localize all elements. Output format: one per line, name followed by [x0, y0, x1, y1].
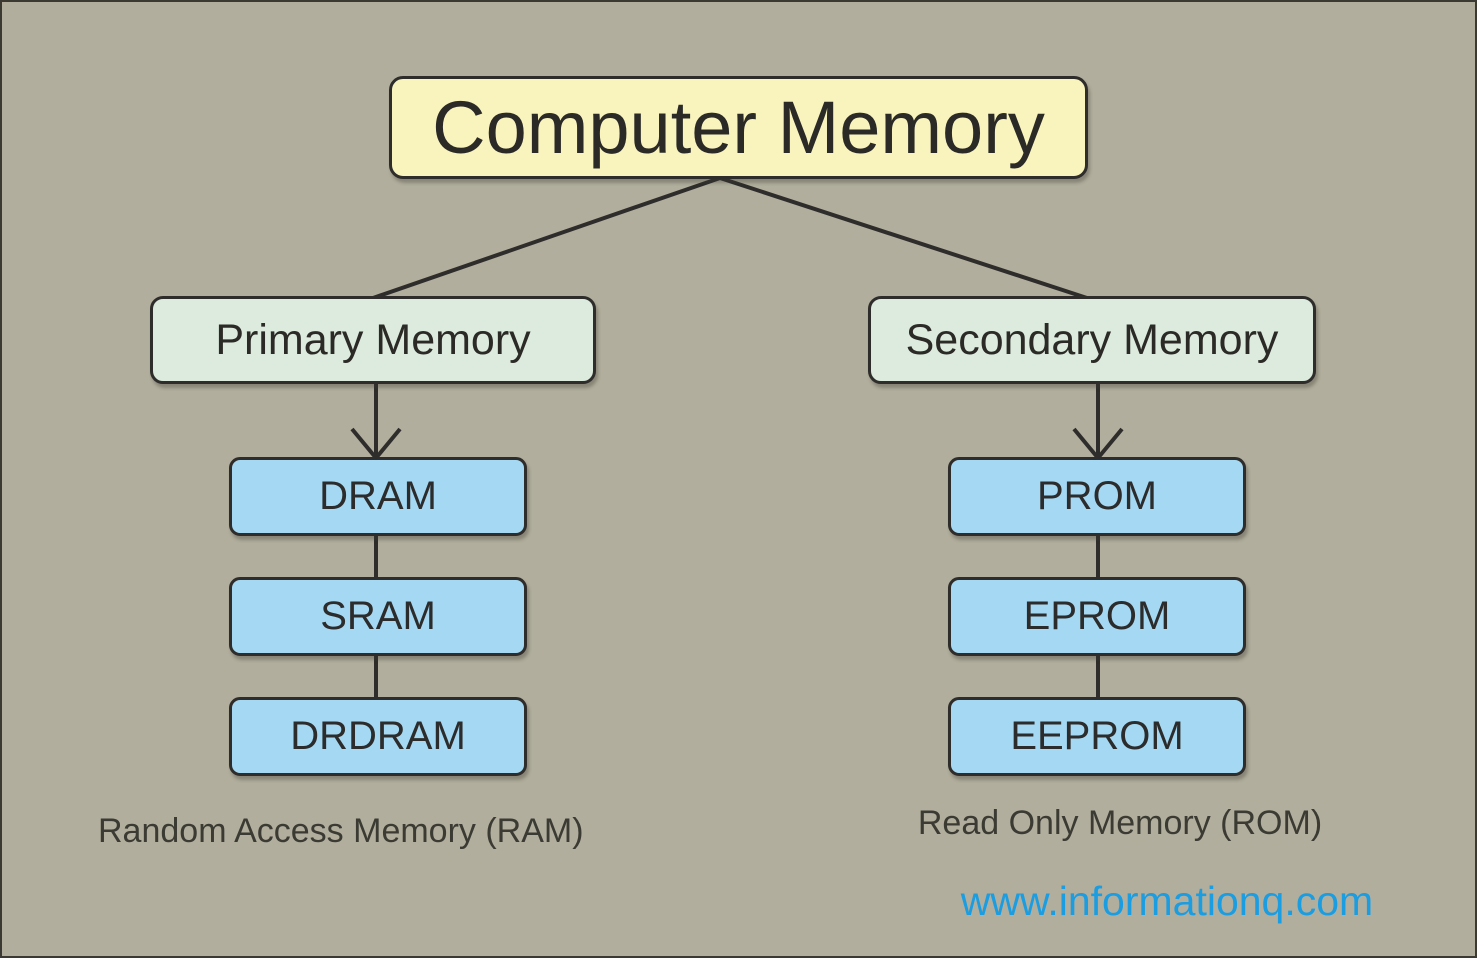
node-box-eprom: EPROM [948, 577, 1246, 656]
branch-box-secondary-memory: Secondary Memory [868, 296, 1316, 384]
connector-title-to-primary [372, 176, 721, 300]
node-box-sram: SRAM [229, 577, 527, 656]
branch-box-primary-memory: Primary Memory [150, 296, 596, 384]
node-box-dram: DRAM [229, 457, 527, 536]
caption-ram: Random Access Memory (RAM) [98, 812, 584, 850]
node-box-eeprom: EEPROM [948, 697, 1246, 776]
title-box-computer-memory: Computer Memory [389, 76, 1088, 179]
watermark-text: www.informationq.com [960, 878, 1374, 924]
caption-rom: Read Only Memory (ROM) [917, 804, 1323, 842]
node-box-drdram: DRDRAM [229, 697, 527, 776]
connector-title-to-secondary [719, 176, 1088, 300]
node-box-prom: PROM [948, 457, 1246, 536]
